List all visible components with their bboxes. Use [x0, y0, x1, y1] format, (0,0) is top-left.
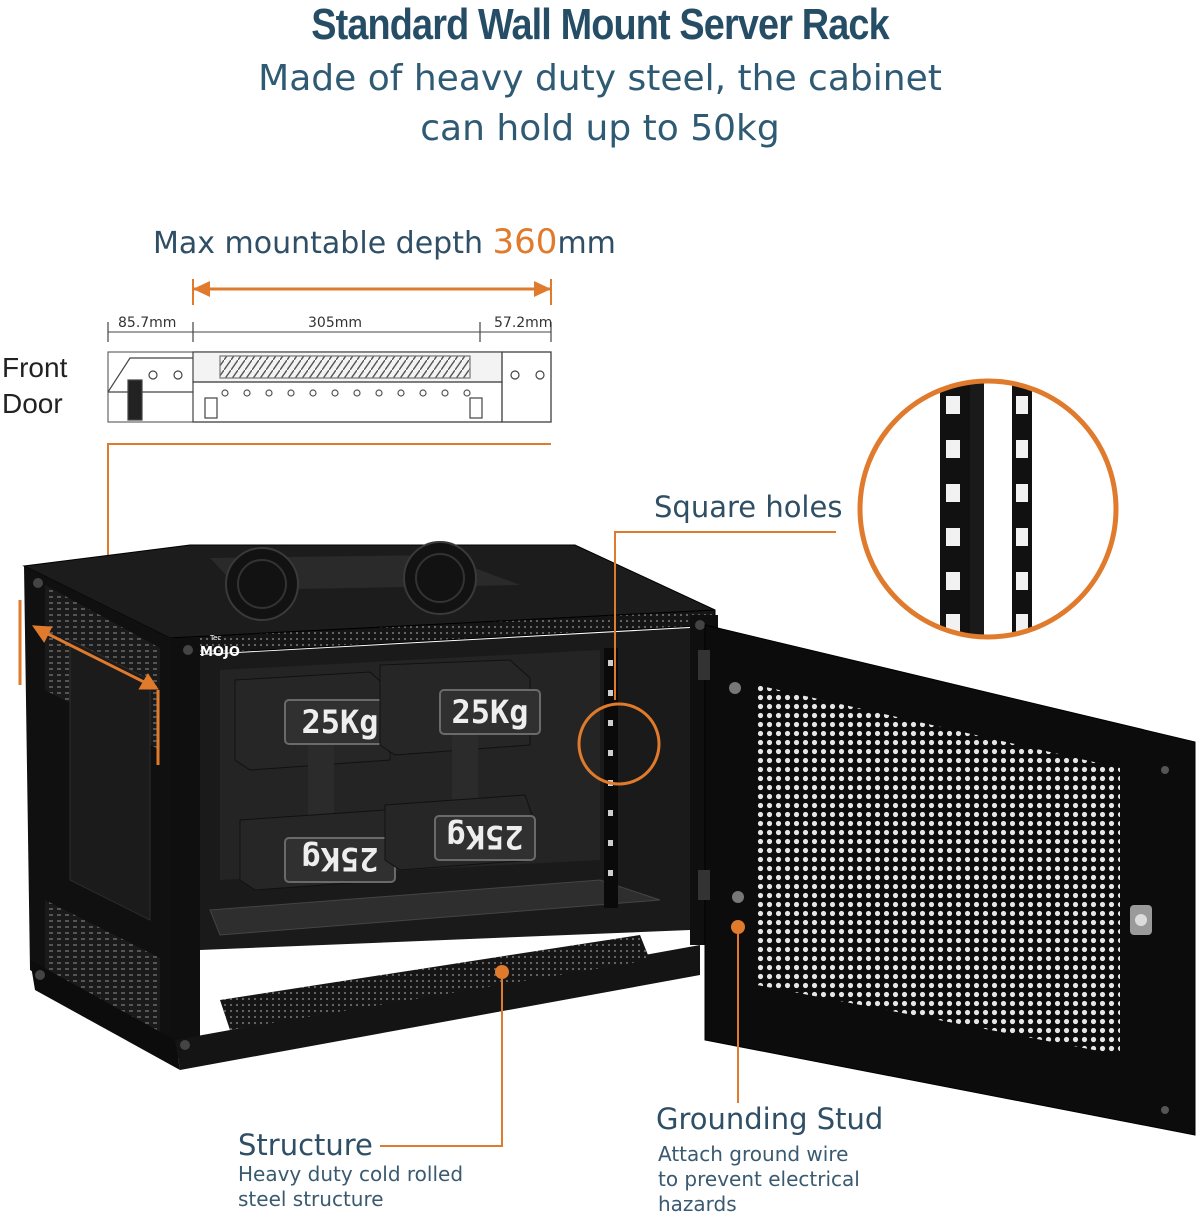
brand-logo-main: MOJO	[200, 645, 240, 660]
weight-label-left-bottom: 25Kg	[301, 840, 378, 878]
square-holes-label: Square holes	[654, 490, 843, 524]
grounding-desc-line-2: to prevent electrical	[658, 1167, 860, 1191]
structure-description: Heavy duty cold rolled steel structure	[238, 1162, 463, 1212]
dim-left-label: 85.7mm	[118, 315, 177, 331]
subtitle-line-1: Made of heavy duty steel, the cabinet	[258, 58, 942, 99]
structure-desc-line-1: Heavy duty cold rolled	[238, 1162, 464, 1186]
dim-middle-label: 305mm	[308, 315, 362, 331]
open-door	[698, 624, 1196, 1136]
front-door-label: Front Door	[2, 350, 67, 422]
page-title: Standard Wall Mount Server Rack	[311, 0, 889, 49]
square-holes-callout	[577, 378, 1119, 786]
structure-desc-line-2: steel structure	[238, 1187, 384, 1211]
depth-arrow	[192, 279, 552, 305]
grounding-stud-description: Attach ground wire to prevent electrical…	[658, 1142, 860, 1217]
weight-label-left-top: 25Kg	[301, 703, 378, 741]
max-depth-value: 360	[492, 222, 558, 262]
brand-logo: Tec MOJO	[200, 634, 240, 660]
door-hinge-bottom	[698, 870, 710, 900]
max-depth-prefix: Max mountable depth	[153, 226, 493, 261]
dim-right-label: 57.2mm	[494, 315, 553, 331]
front-door-line-1: Front	[2, 352, 68, 383]
grounding-desc-line-1: Attach ground wire	[658, 1142, 849, 1166]
weight-label-right-top: 25Kg	[451, 693, 528, 731]
brand-logo-small: Tec	[209, 634, 221, 642]
grounding-stud-title: Grounding Stud	[656, 1102, 884, 1136]
door-hinge-top	[698, 650, 710, 680]
front-door-line-2: Door	[2, 388, 63, 419]
weight-left	[234, 671, 396, 891]
weight-right	[379, 659, 541, 871]
structure-title: Structure	[238, 1128, 373, 1162]
cabinet	[22, 541, 718, 1070]
subtitle-line-2: can hold up to 50kg	[420, 108, 780, 149]
max-depth-label: Max mountable depth 360mm	[153, 222, 616, 262]
top-view-drawing	[107, 322, 552, 423]
grounding-callout-line	[731, 920, 745, 1103]
max-depth-unit: mm	[557, 226, 616, 261]
grounding-desc-line-3: hazards	[658, 1192, 737, 1216]
side-depth-marker	[18, 600, 160, 765]
structure-callout-line	[380, 965, 509, 1147]
weight-label-right-bottom: 25Kg	[446, 818, 523, 856]
